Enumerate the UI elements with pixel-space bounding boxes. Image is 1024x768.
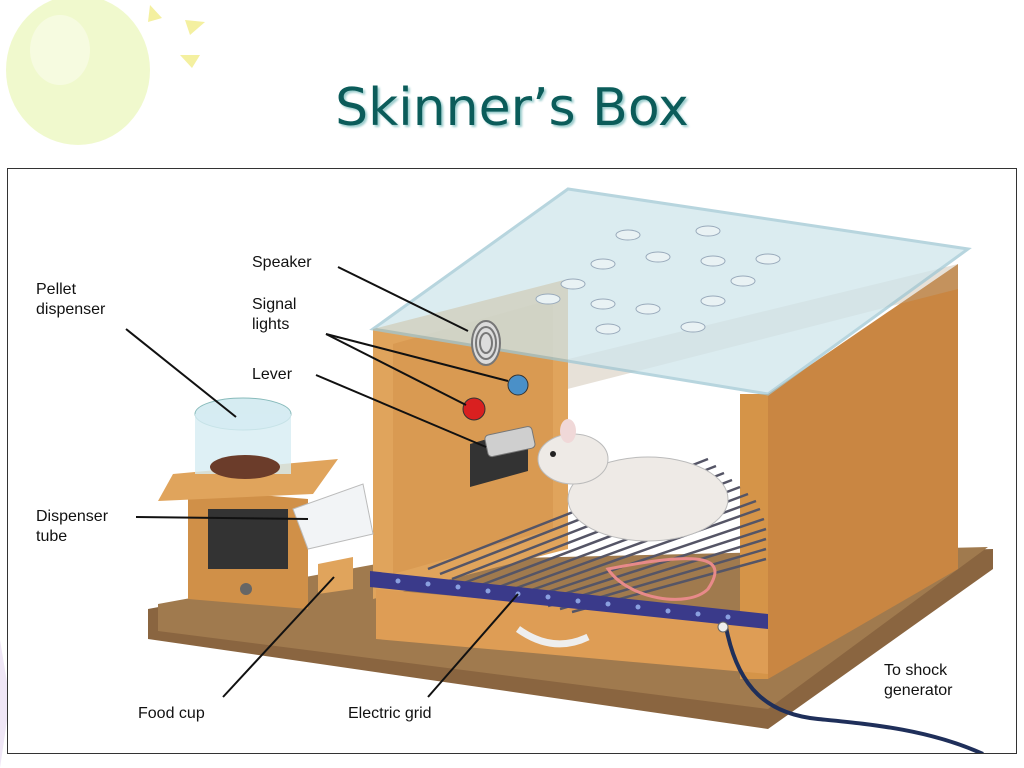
electric-grid-rail [370,571,768,629]
callout-lines [125,266,519,698]
glass-lid [369,187,972,396]
box-right-panel [768,264,958,679]
label-signal-lights: Signal lights [252,296,297,333]
diagram-frame: Speaker Signal lights Lever Pellet dispe… [7,168,1017,754]
sunray-decoration [185,20,205,35]
lever [484,426,536,458]
dispenser-tube-illustration [292,483,374,550]
label-dispenser-tube: Dispenser tube [36,508,109,545]
drawer-front [376,589,768,674]
label-shock-generator: To shock generator [884,662,953,699]
box-left-panel-inner [393,299,553,574]
sunray-decoration [180,55,200,68]
sunray-decoration [0,640,10,768]
balloon-highlight [30,15,90,85]
label-food-cup: Food cup [138,705,205,722]
box-front-post [740,394,768,679]
label-pellet-dispenser: Pellet dispenser [36,281,106,318]
skinner-box-illustration [125,187,993,753]
drawer-handle [515,626,590,648]
signal-light-blue [507,374,529,396]
cable-terminal [717,621,729,633]
label-lever: Lever [252,366,293,383]
shock-cable [724,626,984,753]
sunray-decoration [148,5,162,22]
signal-light-red [462,397,486,421]
lid-air-holes [535,225,781,335]
rat-illustration [537,419,729,601]
page-title: Skinner’s Box [335,78,689,138]
speaker-icon [471,320,501,366]
label-electric-grid: Electric grid [348,705,432,722]
label-speaker: Speaker [252,254,312,271]
